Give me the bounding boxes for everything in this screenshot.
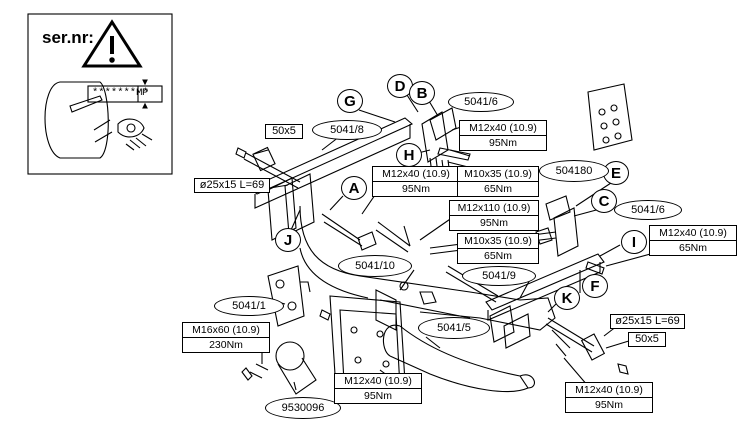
- sticker-504180: [587, 83, 633, 151]
- part-5041-6-top: 5041/6: [448, 92, 514, 112]
- part-5041-8: 5041/8: [312, 120, 382, 140]
- dim-50x5-right: 50x5: [628, 332, 666, 347]
- spec-bottom-mid: M12x40 (10.9) 95Nm: [334, 373, 422, 404]
- spec-m16: M16x60 (10.9) 230Nm: [182, 322, 270, 353]
- spec-torque: 65Nm: [650, 240, 736, 255]
- serial-plate-text: *******M* P: [92, 84, 160, 102]
- spec-torque: 65Nm: [458, 248, 538, 263]
- spec-bolt: M12x40 (10.9): [659, 227, 727, 239]
- spec-m10-mid: M10x35 (10.9) 65Nm: [457, 233, 539, 264]
- eye-icon: [117, 118, 145, 138]
- spec-m12x110: M12x110 (10.9) 95Nm: [449, 200, 539, 231]
- bar-k: [485, 253, 605, 311]
- part-5041-9: 5041/9: [462, 266, 536, 286]
- serial-plate-p: P: [142, 87, 149, 99]
- tow-ball-outline: [44, 81, 109, 159]
- marker-j: J: [275, 228, 301, 252]
- spec-bolt: M12x110 (10.9): [457, 202, 531, 214]
- spec-torque: 95Nm: [450, 215, 538, 230]
- dim-25x15-left: ø25x15 L=69: [194, 178, 270, 193]
- serial-plate-code: *******M*: [92, 87, 149, 99]
- spec-bolt: M10x35 (10.9): [464, 235, 532, 247]
- spec-bolt: M12x40 (10.9): [344, 375, 412, 387]
- marker-i: I: [621, 230, 647, 254]
- part-5041-5: 5041/5: [418, 317, 490, 339]
- marker-b: B: [409, 81, 435, 105]
- spec-bolt: M12x40 (10.9): [382, 168, 450, 180]
- spec-torque: 95Nm: [460, 135, 546, 150]
- serial-plate: [87, 85, 163, 103]
- part-9530096: 9530096: [265, 397, 341, 419]
- spec-torque: 95Nm: [373, 181, 459, 196]
- dim-50x5-left: 50x5: [265, 124, 303, 139]
- dim-25x15-right: ø25x15 L=69: [610, 314, 685, 329]
- spec-bolt: M10x35 (10.9): [464, 168, 532, 180]
- spec-bolt: M12x40 (10.9): [575, 384, 643, 396]
- spec-torque: 95Nm: [566, 397, 652, 412]
- part-5041-10: 5041/10: [338, 255, 412, 277]
- part-5041-6-right: 5041/6: [614, 200, 682, 220]
- spec-torque: 65Nm: [458, 181, 538, 196]
- marker-c: C: [591, 189, 617, 213]
- marker-a: A: [341, 176, 367, 200]
- spec-top-right: M12x40 (10.9) 95Nm: [459, 120, 547, 151]
- spec-bottom-right: M12x40 (10.9) 95Nm: [565, 382, 653, 413]
- part-5041-1: 5041/1: [214, 296, 284, 316]
- marker-k: K: [554, 286, 580, 310]
- spec-m10-top: M10x35 (10.9) 65Nm: [457, 166, 539, 197]
- tow-ball: [275, 341, 305, 371]
- warning-panel-frame: [27, 13, 173, 175]
- marker-g: G: [337, 89, 363, 113]
- spec-bolt: M12x40 (10.9): [469, 122, 537, 134]
- part-504180: 504180: [539, 160, 609, 182]
- warning-triangle-icon: [81, 19, 143, 68]
- spec-mid-left: M12x40 (10.9) 95Nm: [372, 166, 460, 197]
- spec-right-65: M12x40 (10.9) 65Nm: [649, 225, 737, 256]
- marker-f: F: [582, 274, 608, 298]
- spec-bolt: M16x60 (10.9): [192, 324, 260, 336]
- marker-h: H: [396, 143, 422, 167]
- serial-number-label: ser.nr:: [42, 28, 94, 47]
- spec-torque: 95Nm: [335, 388, 421, 403]
- spec-torque: 230Nm: [183, 337, 269, 352]
